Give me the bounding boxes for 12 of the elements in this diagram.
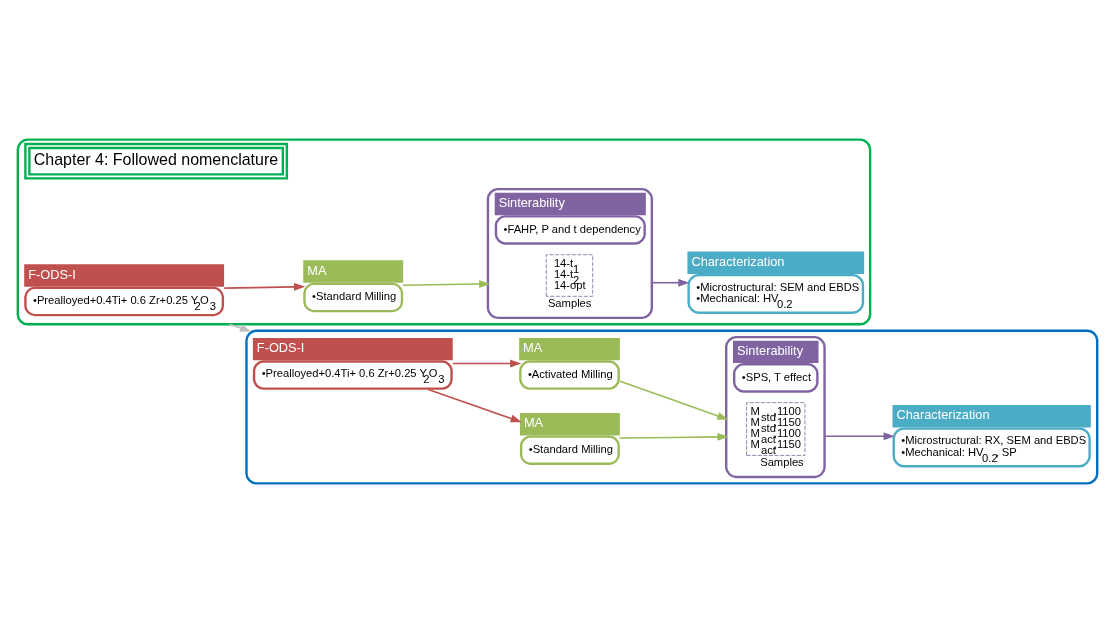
arrow [452,359,522,368]
arrow [823,432,895,441]
node-label: Samples [547,296,592,309]
cluster [245,329,1099,485]
arrow [228,323,252,332]
arrow [618,433,729,441]
arrow [402,280,491,288]
node-label: Samples [760,455,804,468]
arrow [651,278,690,287]
arrow [427,388,522,423]
arrow [223,283,306,291]
arrow [619,380,729,420]
